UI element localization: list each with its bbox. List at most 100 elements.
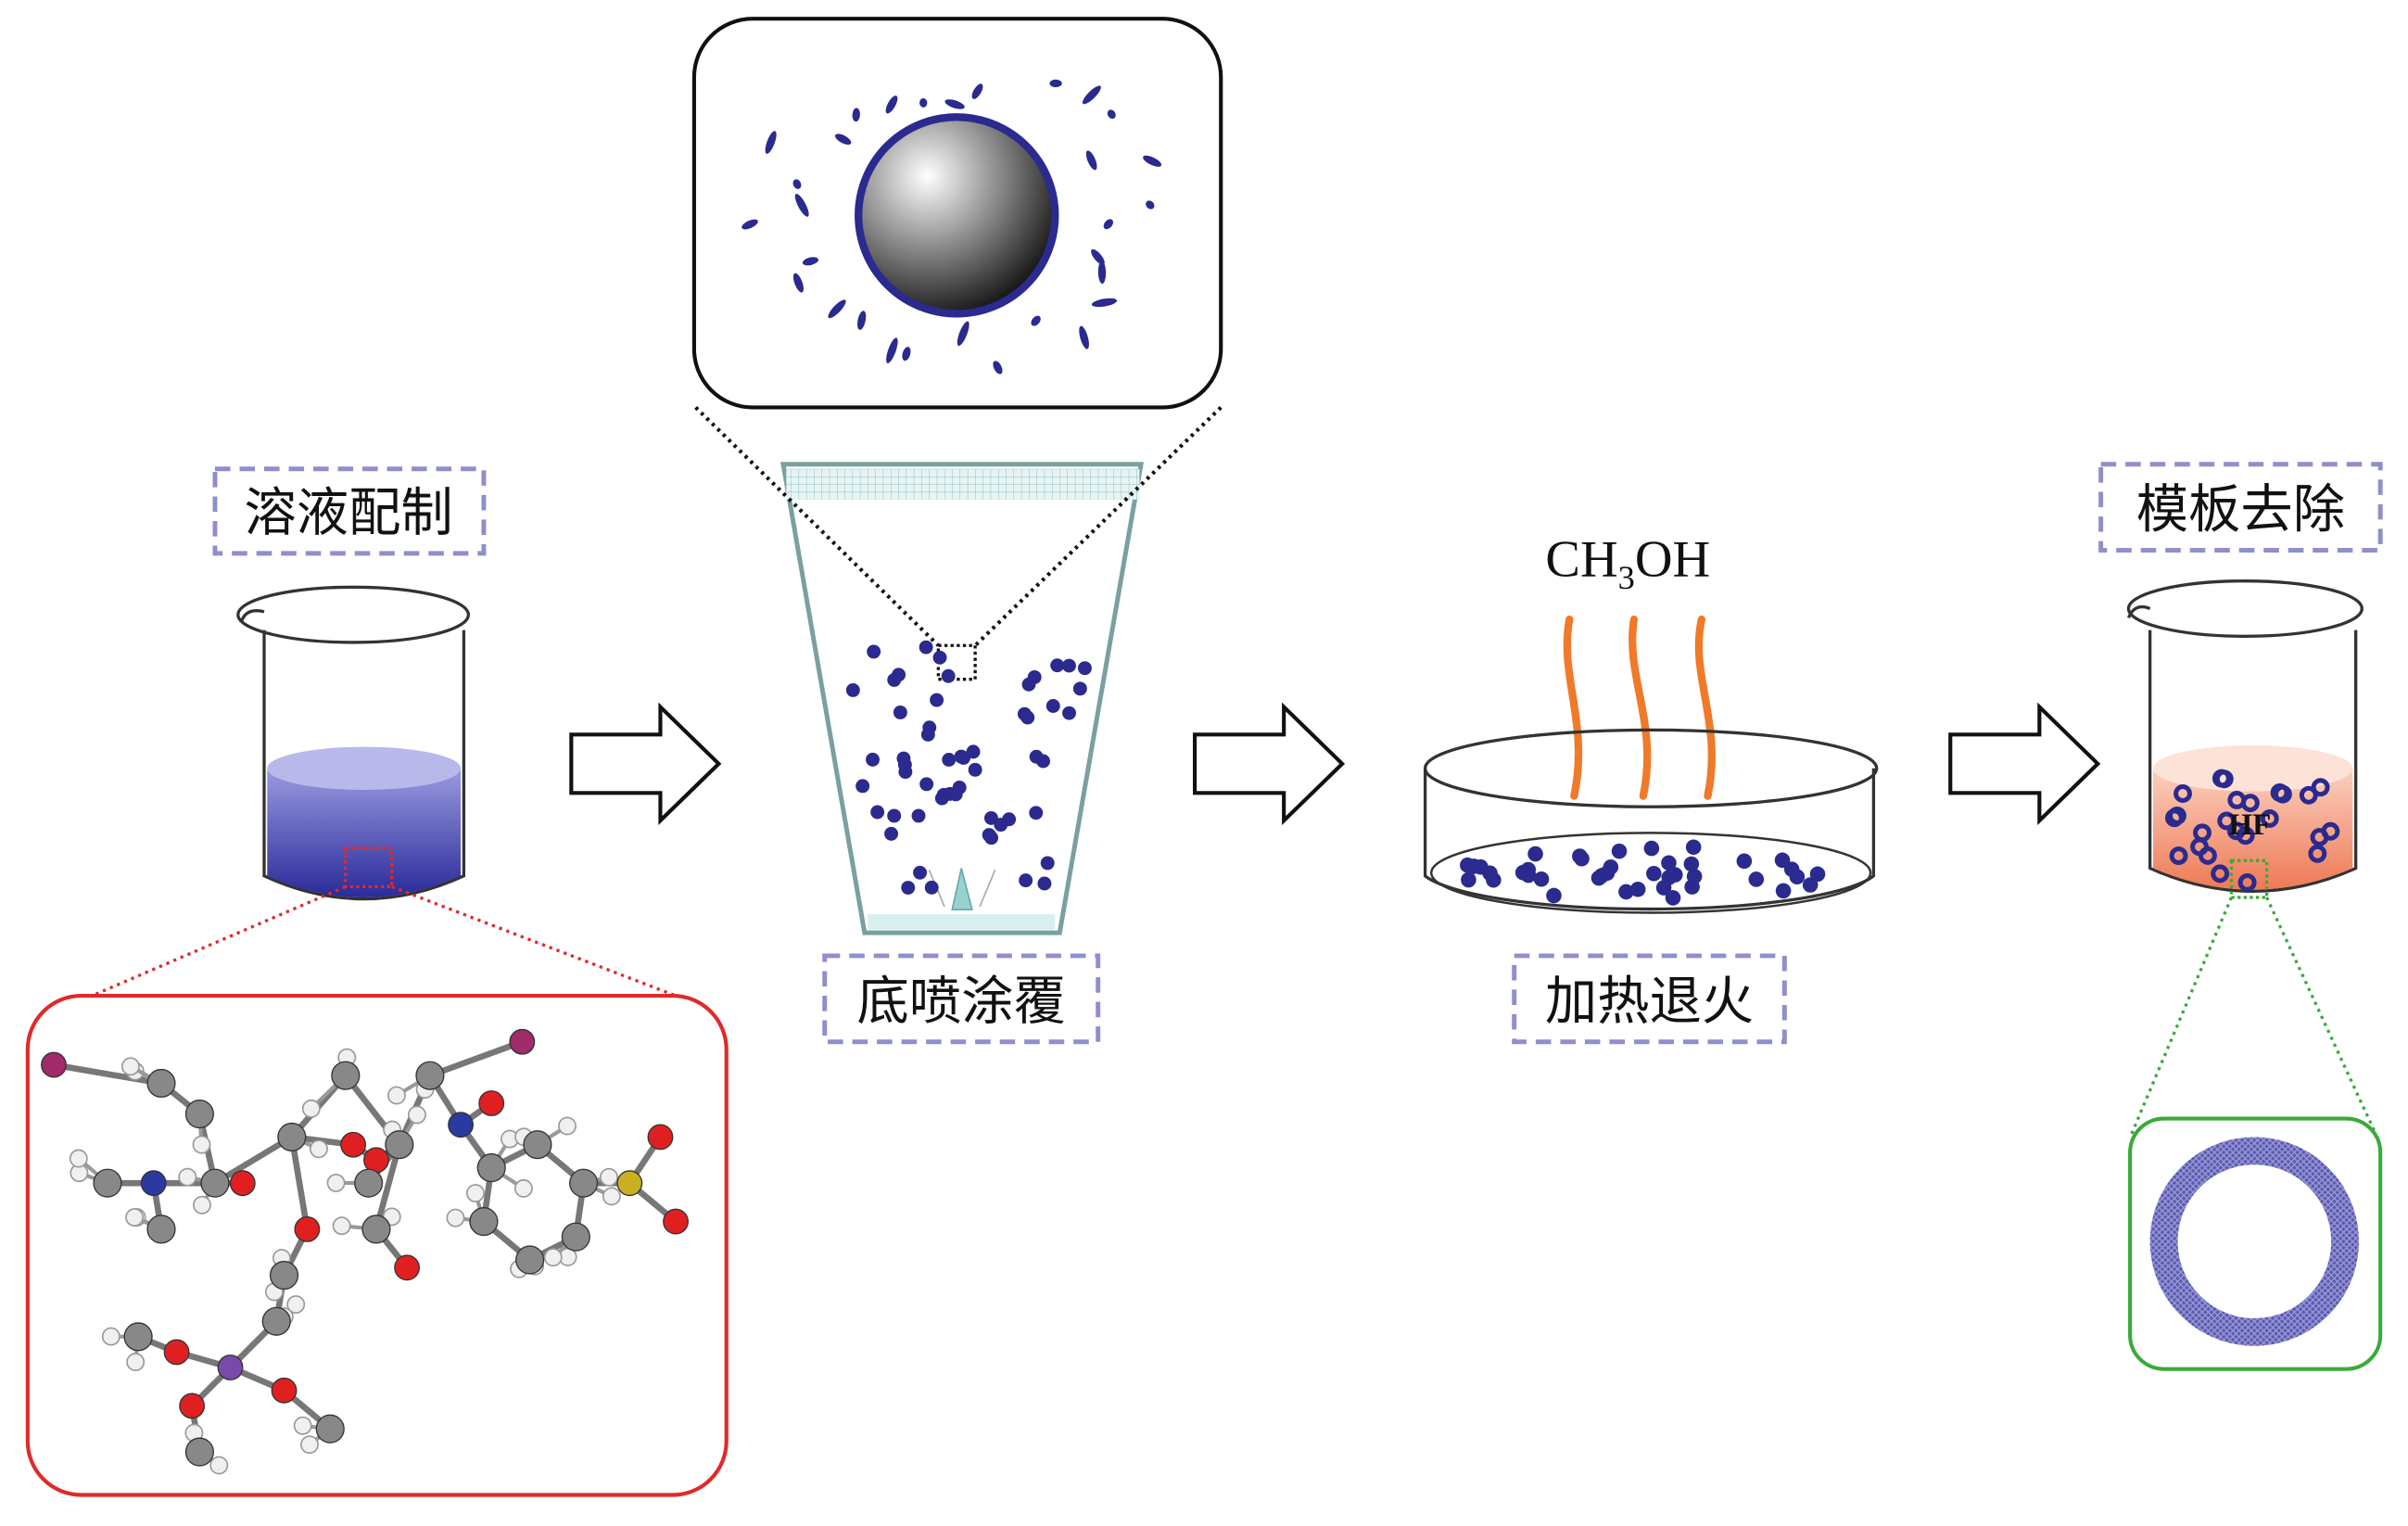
coated-particle: [932, 650, 947, 665]
precursor-oval: [1079, 325, 1089, 350]
step4-label-box: [2098, 462, 2383, 553]
hydrogen-atom: [558, 1116, 577, 1136]
annealed-particle: [1665, 890, 1681, 906]
coated-particle: [924, 880, 939, 895]
carbon-atom: [200, 1168, 230, 1198]
hollow-particle: [2199, 846, 2217, 865]
annealed-particle: [1748, 871, 1765, 887]
coated-particle: [887, 808, 902, 823]
coated-particle: [968, 762, 982, 777]
precursor-oval: [957, 321, 970, 347]
coated-particle: [982, 828, 996, 843]
annealed-particle: [1461, 871, 1476, 888]
coated-particle: [1036, 754, 1050, 769]
hollow-particle: [2237, 873, 2257, 892]
coated-particle: [966, 744, 981, 759]
precursor-oval: [857, 311, 867, 330]
hydrogen-atom: [293, 1416, 312, 1435]
coated-particle: [983, 810, 998, 825]
coated-particle: [1019, 873, 1033, 888]
hydrogen-atom: [286, 1295, 306, 1314]
coated-particle: [1046, 699, 1060, 713]
annealed-particle: [1593, 868, 1610, 884]
coated-particle: [1027, 669, 1042, 684]
precursor-oval: [902, 347, 911, 362]
hydrogen-atom: [125, 1208, 145, 1227]
hydrogen-atom: [300, 1435, 319, 1455]
molecule-bond: [288, 1136, 311, 1230]
hollow-particle: [2310, 828, 2329, 846]
precursor-oval: [1082, 85, 1101, 105]
carbon-atom: [261, 1306, 291, 1336]
carbon-atom: [415, 1061, 445, 1090]
annealed-particle: [1775, 883, 1792, 899]
iodine-atom: [509, 1028, 536, 1055]
nitrogen-atom: [140, 1170, 167, 1197]
carbon-atom: [523, 1130, 552, 1160]
step2-label: 底喷涂覆: [857, 972, 1066, 1032]
molecule-bond: [53, 1062, 162, 1087]
precursor-molecule-model: [41, 1028, 689, 1475]
hydrogen-atom: [101, 1327, 120, 1346]
petri-dish: [1423, 768, 1876, 911]
carbon-atom: [184, 1100, 214, 1129]
coated-particle: [948, 787, 963, 802]
hydrogen-atom: [193, 1195, 211, 1214]
annealed-particle: [1661, 855, 1677, 871]
annealed-particle: [1736, 853, 1753, 870]
coated-particle: [893, 705, 907, 719]
coated-particle: [884, 826, 899, 841]
coated-particle: [1077, 661, 1092, 676]
oxygen-atom: [340, 1131, 367, 1158]
molecule-bond: [373, 1143, 402, 1230]
precursor-oval: [741, 219, 758, 230]
precursor-oval: [971, 83, 983, 99]
precursor-oval: [1091, 248, 1105, 265]
hollow-particle: [2214, 769, 2234, 789]
step3-label: 加热退火: [1545, 972, 1754, 1032]
hydrogen-atom: [301, 1099, 321, 1118]
step4-label: 模板去除: [2136, 480, 2345, 540]
oxygen-atom: [163, 1339, 190, 1366]
precursor-oval: [1146, 200, 1155, 210]
precursor-oval: [1097, 261, 1107, 285]
coated-particle: [919, 777, 934, 792]
carbon-atom: [469, 1207, 499, 1237]
coated-particle: [1072, 681, 1087, 696]
hollow-particle: [2260, 809, 2279, 828]
coated-particle: [1040, 856, 1055, 871]
step4-template-removal: 模板去除 HF: [2098, 462, 2383, 1371]
precursor-oval: [1103, 219, 1113, 230]
carbon-atom: [146, 1068, 176, 1099]
carbon-atom: [184, 1437, 214, 1467]
coated-particle: [941, 668, 956, 683]
template-sphere: [855, 113, 1059, 318]
spray-nozzle: [951, 868, 973, 911]
carbon-atom: [146, 1214, 176, 1244]
coated-particle: [911, 808, 926, 823]
annealed-particle: [1527, 846, 1543, 862]
annealed-particle: [1809, 866, 1826, 883]
hollow-particle: [2308, 844, 2327, 863]
coated-particle: [1062, 706, 1076, 720]
hydrogen-atom: [209, 1456, 229, 1475]
steam-lines: [1563, 615, 1717, 800]
hollow-particle: [2299, 785, 2318, 805]
hollow-particle: [2217, 811, 2237, 831]
carbon-atom: [561, 1222, 590, 1252]
coated-particle: [942, 753, 957, 767]
coated-particle: [855, 779, 870, 794]
carbon-atom: [269, 1260, 299, 1291]
precursor-oval: [1049, 79, 1062, 88]
annealed-particle: [1574, 850, 1590, 867]
coated-particle: [1017, 706, 1032, 721]
precursor-oval: [1091, 298, 1118, 308]
molecule-inset-frame: [25, 993, 729, 1497]
molecule-bond: [428, 1038, 524, 1079]
coated-particle: [901, 881, 916, 895]
step1-label-box: [212, 466, 487, 556]
hollow-particle: [2164, 808, 2184, 828]
precursor-oval: [794, 194, 809, 217]
annealed-particle: [1629, 881, 1646, 897]
coated-particle: [897, 757, 912, 772]
